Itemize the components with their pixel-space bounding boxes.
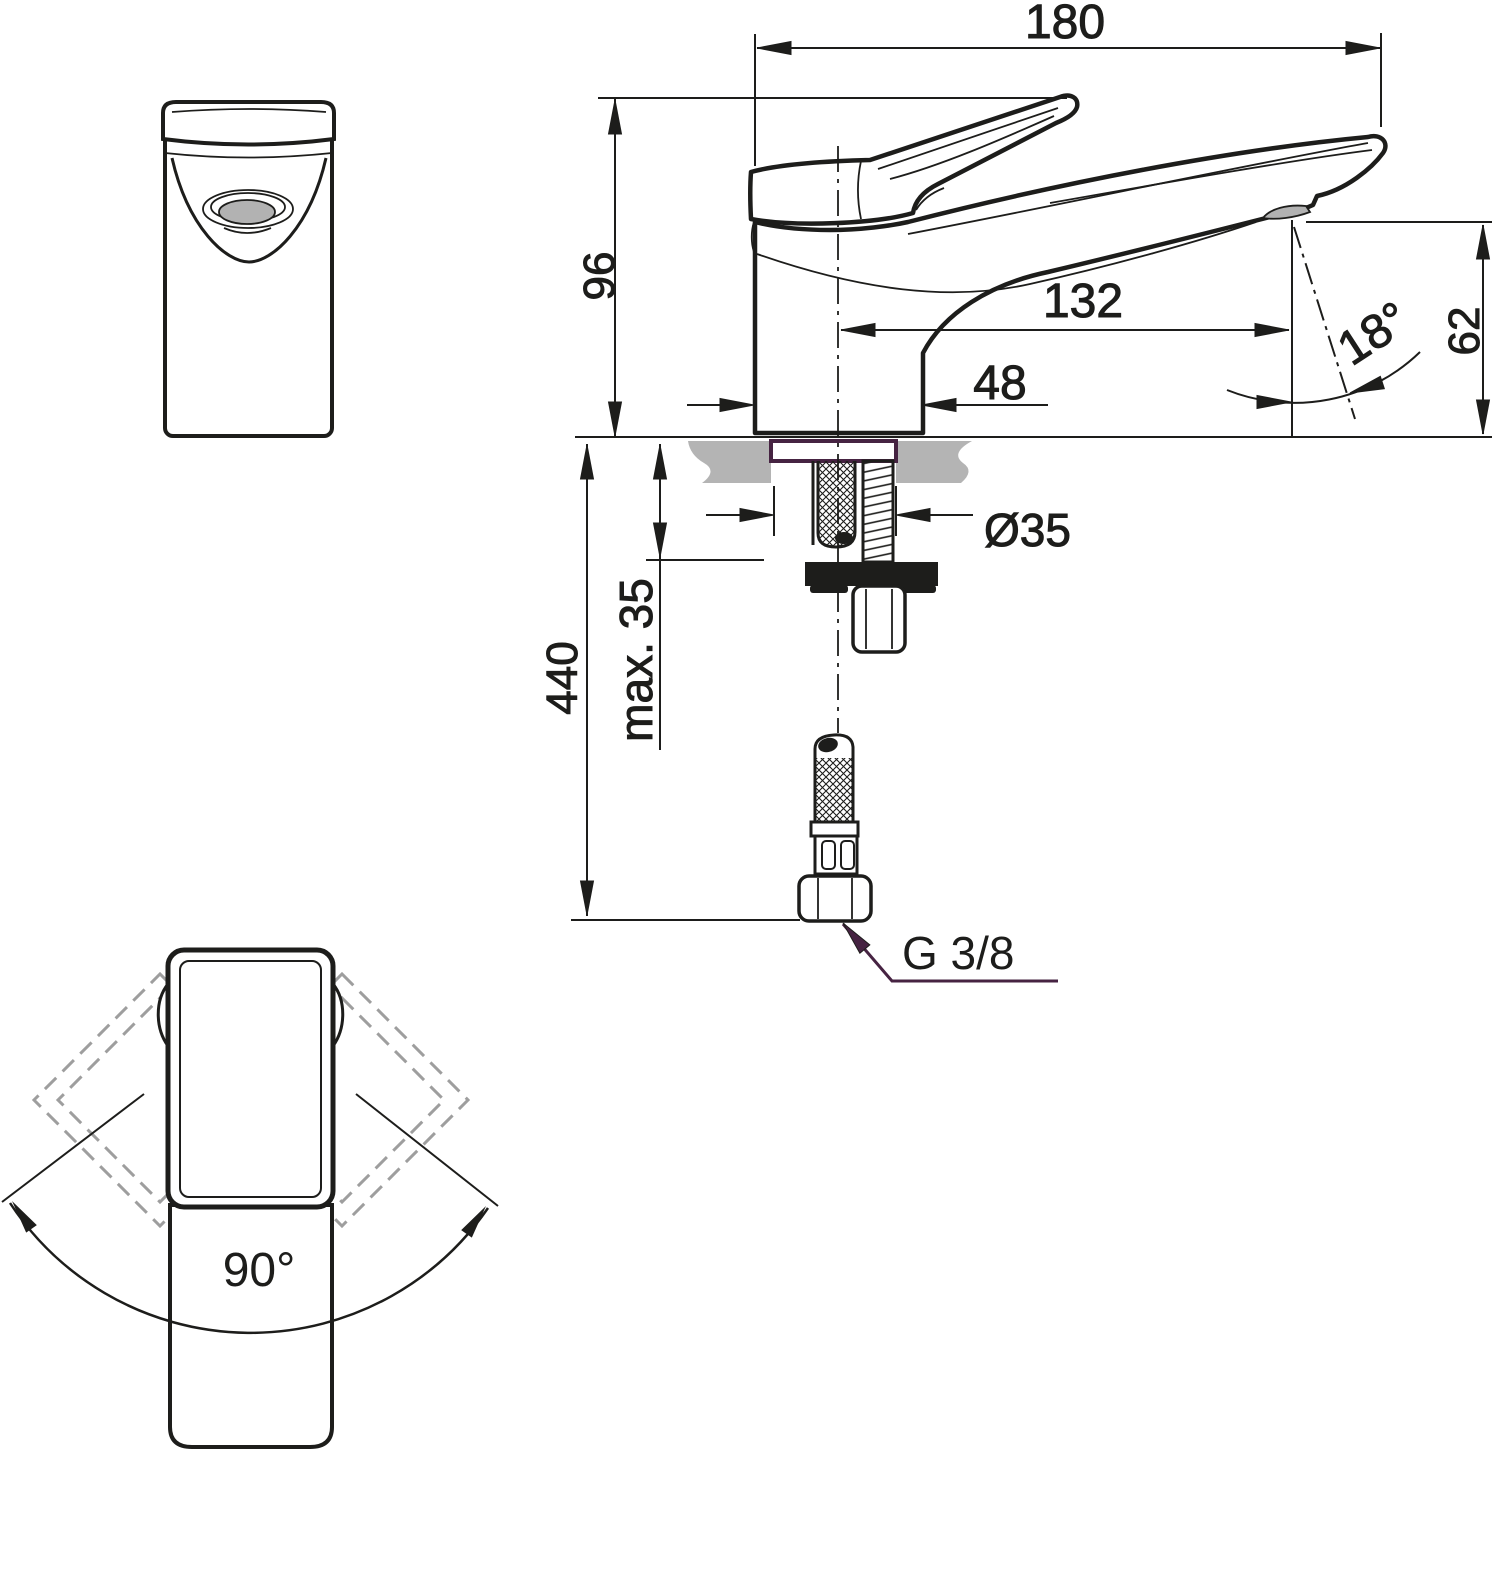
counter-slab-left — [688, 441, 771, 483]
dim-label-max-deck-thickness: max. 35 — [610, 578, 662, 742]
top-handle-inner — [179, 960, 322, 1198]
angle-leg-right — [355, 1093, 499, 1207]
washer-foot-left — [810, 585, 848, 593]
dimension-hose-length: 440 — [538, 444, 800, 921]
arrowhead — [580, 880, 594, 916]
arrowhead — [653, 444, 667, 480]
side-view — [748, 93, 1388, 436]
dim-label-overall-depth: 180 — [1025, 0, 1105, 49]
faucet-body-spout — [752, 133, 1388, 436]
dimension-stud-diameter: Ø35 — [706, 486, 1071, 557]
arrowhead — [1345, 41, 1381, 55]
connector-slot-left — [821, 840, 836, 870]
arrowhead — [1256, 395, 1292, 409]
arrowhead — [653, 522, 667, 558]
arrowhead — [608, 99, 622, 135]
arrowhead — [739, 508, 775, 522]
cap-lever-junction — [857, 160, 862, 220]
dimension-overall-depth: 180 — [754, 0, 1382, 166]
top-view: 90° — [1, 947, 499, 1449]
dim-label-swivel-angle: 90° — [223, 1244, 296, 1297]
ghost-left-outer — [31, 971, 289, 1229]
dimension-handle-height: 96 — [575, 97, 1067, 437]
dim-label-base-depth: 48 — [973, 357, 1026, 410]
arrowhead — [1254, 323, 1290, 337]
arrowhead — [1347, 375, 1385, 400]
front-handle-cap — [161, 100, 336, 147]
arrowhead — [719, 398, 755, 412]
connector-slot-right — [840, 840, 855, 870]
counter-slab-right — [896, 441, 972, 483]
angle-leg-left — [1, 1093, 145, 1203]
angle-arc — [1226, 351, 1421, 404]
front-aerator-lip — [223, 227, 272, 234]
dim-label-spout-angle: 18° — [1329, 292, 1419, 376]
angle-axis-line — [1293, 226, 1356, 420]
hose-end-cap — [835, 532, 853, 544]
arrowhead — [921, 398, 957, 412]
dim-label-spout-reach: 132 — [1043, 275, 1123, 328]
dimensions: 180 96 132 48 — [538, 0, 1492, 983]
supply-hose-assembly — [797, 733, 873, 923]
ghost-right-outer — [213, 971, 471, 1229]
arrowhead — [608, 401, 622, 437]
mounting-hardware — [805, 562, 938, 654]
ghost-left-inner — [55, 995, 265, 1205]
arrowhead — [895, 508, 931, 522]
supply-nut — [797, 874, 873, 923]
hose-top-cap — [818, 737, 838, 753]
arrowhead — [1476, 399, 1490, 435]
mounting-washer — [805, 562, 938, 586]
dimension-spout-angle: 18° — [1226, 226, 1421, 420]
dim-label-stud-diameter: Ø35 — [984, 504, 1071, 556]
spout-crease — [756, 221, 1257, 294]
hose-collar — [809, 820, 860, 838]
front-cap-bevel — [171, 108, 327, 113]
front-spout-dome — [170, 157, 328, 264]
aerator-outlet — [1261, 204, 1312, 220]
dim-label-hose-length: 440 — [538, 641, 587, 714]
dim-label-outlet-height: 62 — [1440, 307, 1489, 356]
front-joint-ring — [164, 152, 333, 159]
arrowhead — [1476, 224, 1490, 260]
arrowhead — [580, 444, 594, 480]
counter-cross-section — [688, 441, 972, 483]
front-view — [161, 100, 336, 438]
top-body-barrel — [168, 1203, 334, 1449]
dim-label-supply-thread: G 3/8 — [902, 927, 1015, 979]
front-aerator-ring-outer — [202, 189, 294, 229]
spout-highlight-lower — [1049, 149, 1373, 204]
front-body — [163, 128, 334, 438]
dimension-spout-reach: 132 — [840, 275, 1290, 337]
top-handle — [165, 947, 336, 1210]
flex-hose-in-stud — [816, 461, 857, 549]
front-aerator-disc — [218, 199, 276, 225]
mounting-nut — [851, 584, 907, 654]
lever-underside-line — [915, 187, 945, 211]
dimension-outlet-height: 62 — [1291, 220, 1492, 436]
lever-edge-line-1 — [877, 107, 1059, 170]
base-gasket — [769, 439, 898, 463]
under-counter-assembly — [769, 439, 898, 564]
dimension-base-depth: 48 — [687, 357, 1048, 412]
dim-label-handle-height: 96 — [575, 252, 624, 301]
body-left-arc — [750, 221, 755, 253]
threaded-stud — [861, 459, 895, 564]
leader-arrowhead — [837, 918, 871, 954]
lever-edge-line-2 — [889, 115, 1055, 180]
arrowhead — [756, 41, 792, 55]
swivel-arc — [8, 1202, 490, 1335]
handle-lever — [748, 93, 1080, 226]
dimension-max-deck-thickness: max. 35 — [610, 444, 764, 750]
hose-braid — [815, 758, 853, 822]
callout-supply-thread: G 3/8 — [837, 918, 1058, 983]
